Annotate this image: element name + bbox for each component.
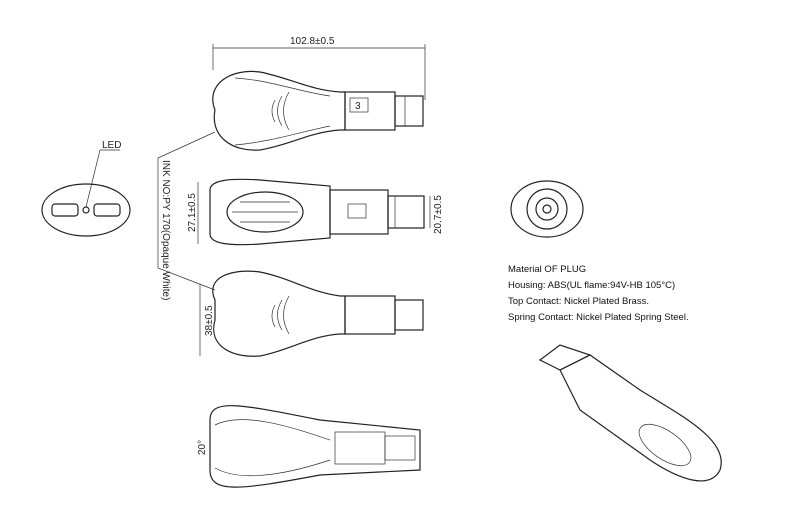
angle-label: 20° xyxy=(197,440,208,455)
led-label: LED xyxy=(102,140,121,151)
plug-side-view: 27.1±0.5 20.7±0.5 xyxy=(187,178,444,246)
length-label: 102.8±0.5 xyxy=(290,36,335,47)
plug-section-view: 20° xyxy=(197,405,421,488)
tip-height-label: 20.7±0.5 xyxy=(433,195,444,234)
part-mark: 3 xyxy=(355,101,361,112)
led-detail: LED xyxy=(41,140,131,237)
plug-bottom-view: 38±0.5 xyxy=(199,270,424,357)
ink-note-label: INK NO:PY 170(Opaque White) xyxy=(160,160,171,300)
width-label: 38±0.5 xyxy=(204,305,215,336)
material-spec: Material OF PLUG Housing: ABS(UL flame:9… xyxy=(508,262,689,326)
material-title: Material OF PLUG xyxy=(508,264,587,275)
material-top-contact: Top Contact: Nickel Plated Brass. xyxy=(508,296,649,307)
length-dimension: 102.8±0.5 xyxy=(212,36,426,100)
plug-top-view: 3 xyxy=(212,70,424,151)
plug-isometric-view xyxy=(538,344,722,482)
plug-end-view xyxy=(510,180,584,238)
material-housing: Housing: ABS(UL flame:94V-HB 105°C) xyxy=(508,280,676,291)
ink-note: INK NO:PY 170(Opaque White) xyxy=(157,131,216,300)
material-spring-contact: Spring Contact: Nickel Plated Spring Ste… xyxy=(508,312,689,323)
height-side-label: 27.1±0.5 xyxy=(187,193,198,232)
